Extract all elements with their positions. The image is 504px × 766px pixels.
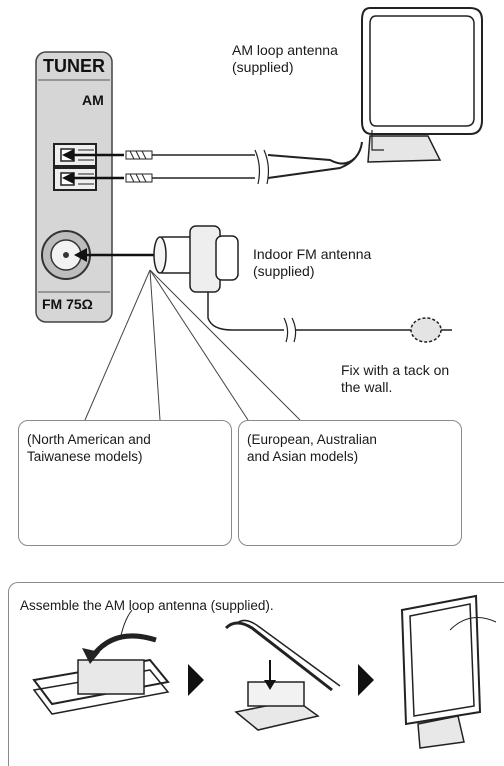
model-box-european: (European, Australian and Asian models) (238, 420, 462, 546)
am-label: AM (82, 92, 104, 108)
model-box-label: (North American and Taiwanese models) (27, 432, 151, 464)
assembly-step-1 (32, 609, 170, 715)
am-wire (125, 141, 363, 185)
fm-label: FM 75Ω (42, 296, 93, 312)
am-antenna-label: AM loop antenna (supplied) (232, 42, 338, 75)
callout-lines (84, 269, 301, 421)
tack-note-label: Fix with a tack on the wall. (341, 362, 450, 395)
model-box-label: (European, Australian and Asian models) (247, 432, 377, 464)
model-box-north-american: (North American and Taiwanese models) (18, 420, 232, 546)
assembly-step-2 (224, 619, 341, 731)
tuner-title: TUNER (43, 56, 105, 76)
am-arrows (62, 149, 124, 184)
step-arrow-1 (188, 664, 204, 696)
assembly-box (8, 582, 504, 766)
am-loop-antenna (361, 7, 483, 163)
assembly-step-3 (400, 594, 497, 749)
fm-antenna-plug (74, 225, 452, 343)
step-arrow-2 (358, 664, 374, 696)
assembly-caption: Assemble the AM loop antenna (supplied). (20, 598, 274, 613)
fm-antenna-label: Indoor FM antenna (supplied) (253, 246, 372, 279)
